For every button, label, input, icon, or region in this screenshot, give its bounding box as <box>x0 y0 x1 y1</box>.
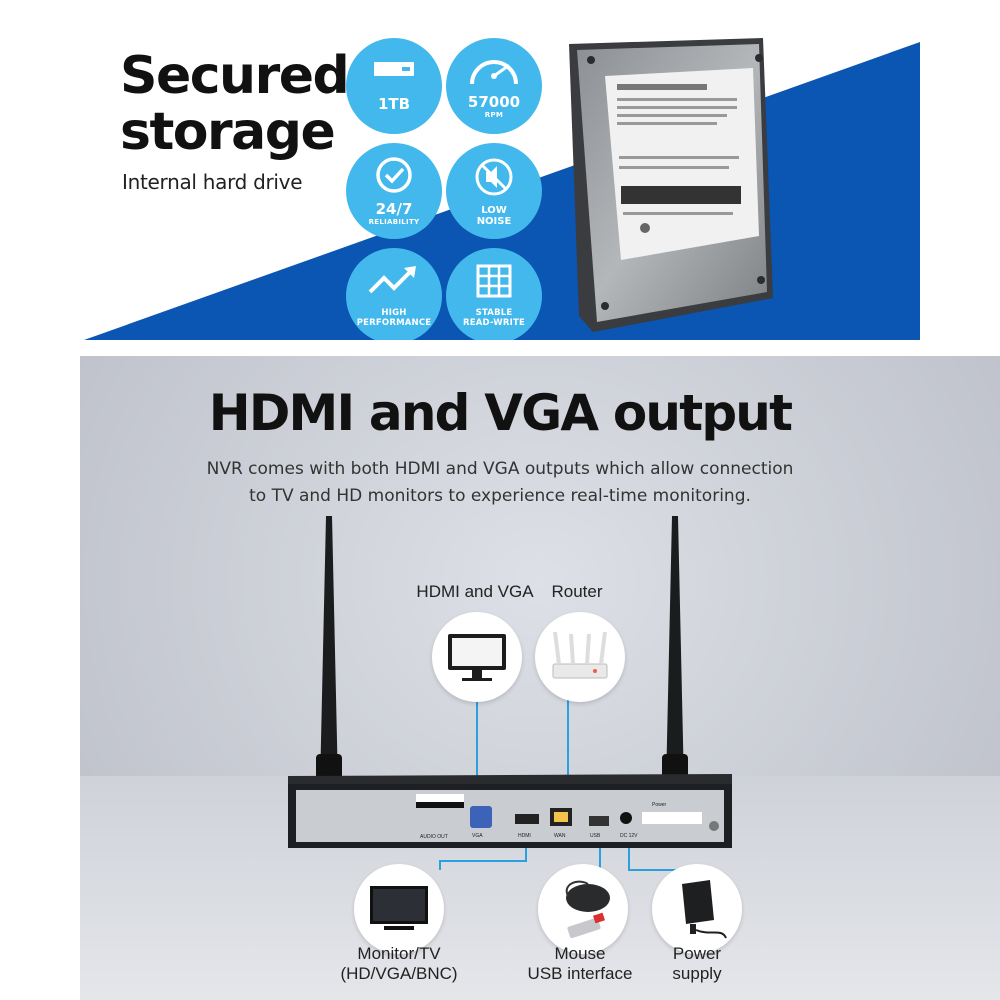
monitor-icon <box>448 634 506 681</box>
power-label: Power <box>652 802 667 808</box>
mute-speaker-icon <box>475 158 513 196</box>
nvr-box <box>288 774 732 848</box>
hard-drive-icon <box>374 62 414 76</box>
trend-up-icon <box>368 266 416 294</box>
nvr-illustration: AUDIO OUT VGA HDMI WAN USB DC 12V Power … <box>288 516 732 871</box>
speedometer-icon <box>470 60 518 85</box>
usb-port-label: USB <box>590 833 601 839</box>
label-power-supply: Power supply <box>672 944 722 983</box>
storage-subtitle: Internal hard drive <box>122 170 303 194</box>
router-icon <box>552 631 608 679</box>
power-supply-bubble <box>652 864 742 954</box>
feature-low-noise-text: LOW NOISE <box>476 205 512 227</box>
feature-low-noise: LOW NOISE <box>446 143 542 239</box>
tv-icon <box>370 886 428 930</box>
monitor-tv-bubble <box>354 864 444 954</box>
label-monitor-tv: Monitor/TV (HD/VGA/BNC) <box>340 944 458 983</box>
grid-icon <box>476 264 512 298</box>
feature-rpm: 57000 RPM <box>446 38 542 134</box>
hard-drive-image <box>569 38 773 332</box>
caution-label: CAUTION <box>422 796 445 802</box>
vga-port-label: VGA <box>472 833 483 839</box>
feature-capacity: 1TB <box>346 38 442 134</box>
audio-out-label: AUDIO OUT <box>420 834 448 840</box>
hdmi-vga-output-section: HDMI and VGA output NVR comes with both … <box>80 356 1000 1000</box>
mouse-icon <box>565 880 610 939</box>
mouse-bubble <box>538 864 628 954</box>
storage-title: Secured storage <box>120 46 350 162</box>
label-router: Router <box>551 582 603 601</box>
feature-performance: HIGH PERFORMANCE <box>346 248 442 340</box>
monitor-bubble <box>432 612 522 702</box>
feature-performance-text: HIGH PERFORMANCE <box>356 308 432 328</box>
wan-port-label: WAN <box>554 833 566 839</box>
feature-read-write: STABLE READ-WRITE <box>446 248 542 340</box>
power-adapter-icon <box>682 880 727 939</box>
feature-reliability: 24/7 RELIABILITY <box>346 143 442 239</box>
label-mouse: Mouse USB interface <box>527 944 633 983</box>
label-hdmi-vga: HDMI and VGA <box>416 582 534 601</box>
router-bubble <box>535 612 625 702</box>
feature-read-write-text: STABLE READ-WRITE <box>463 308 525 328</box>
output-description: NVR comes with both HDMI and VGA outputs… <box>206 459 794 506</box>
dc-port-label: DC 12V <box>620 833 638 839</box>
hdmi-port-label: HDMI <box>518 833 531 839</box>
secured-storage-section: Secured storage Internal hard drive 1TB … <box>0 0 1000 340</box>
checkmark-icon <box>376 157 412 193</box>
output-title: HDMI and VGA output <box>208 384 793 442</box>
